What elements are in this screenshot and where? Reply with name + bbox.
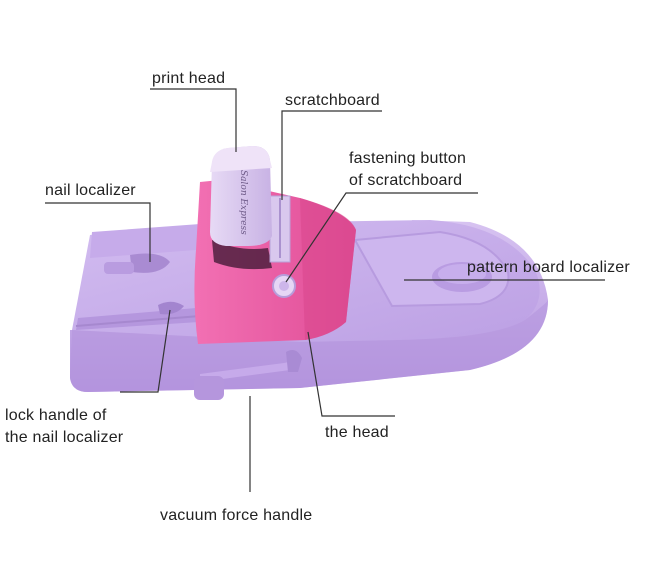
label-fastening-button-line2: of scratchboard <box>349 170 462 191</box>
print-head-part: Salon Express <box>210 146 272 246</box>
label-pattern-board-localizer: pattern board localizer <box>467 257 630 278</box>
label-the-head: the head <box>325 422 389 443</box>
label-lock-handle-line2: the nail localizer <box>5 427 123 448</box>
print-head-logo: Salon Express <box>238 170 248 235</box>
label-vacuum-force-handle: vacuum force handle <box>160 505 312 526</box>
label-lock-handle-line1: lock handle of <box>5 405 107 426</box>
label-print-head: print head <box>152 68 225 89</box>
fastening-button-part <box>273 275 295 297</box>
label-fastening-button-line1: fastening button <box>349 148 466 169</box>
leader-print-head <box>150 89 236 152</box>
label-nail-localizer: nail localizer <box>45 180 136 201</box>
scratchboard-part <box>270 196 290 262</box>
label-scratchboard: scratchboard <box>285 90 380 111</box>
